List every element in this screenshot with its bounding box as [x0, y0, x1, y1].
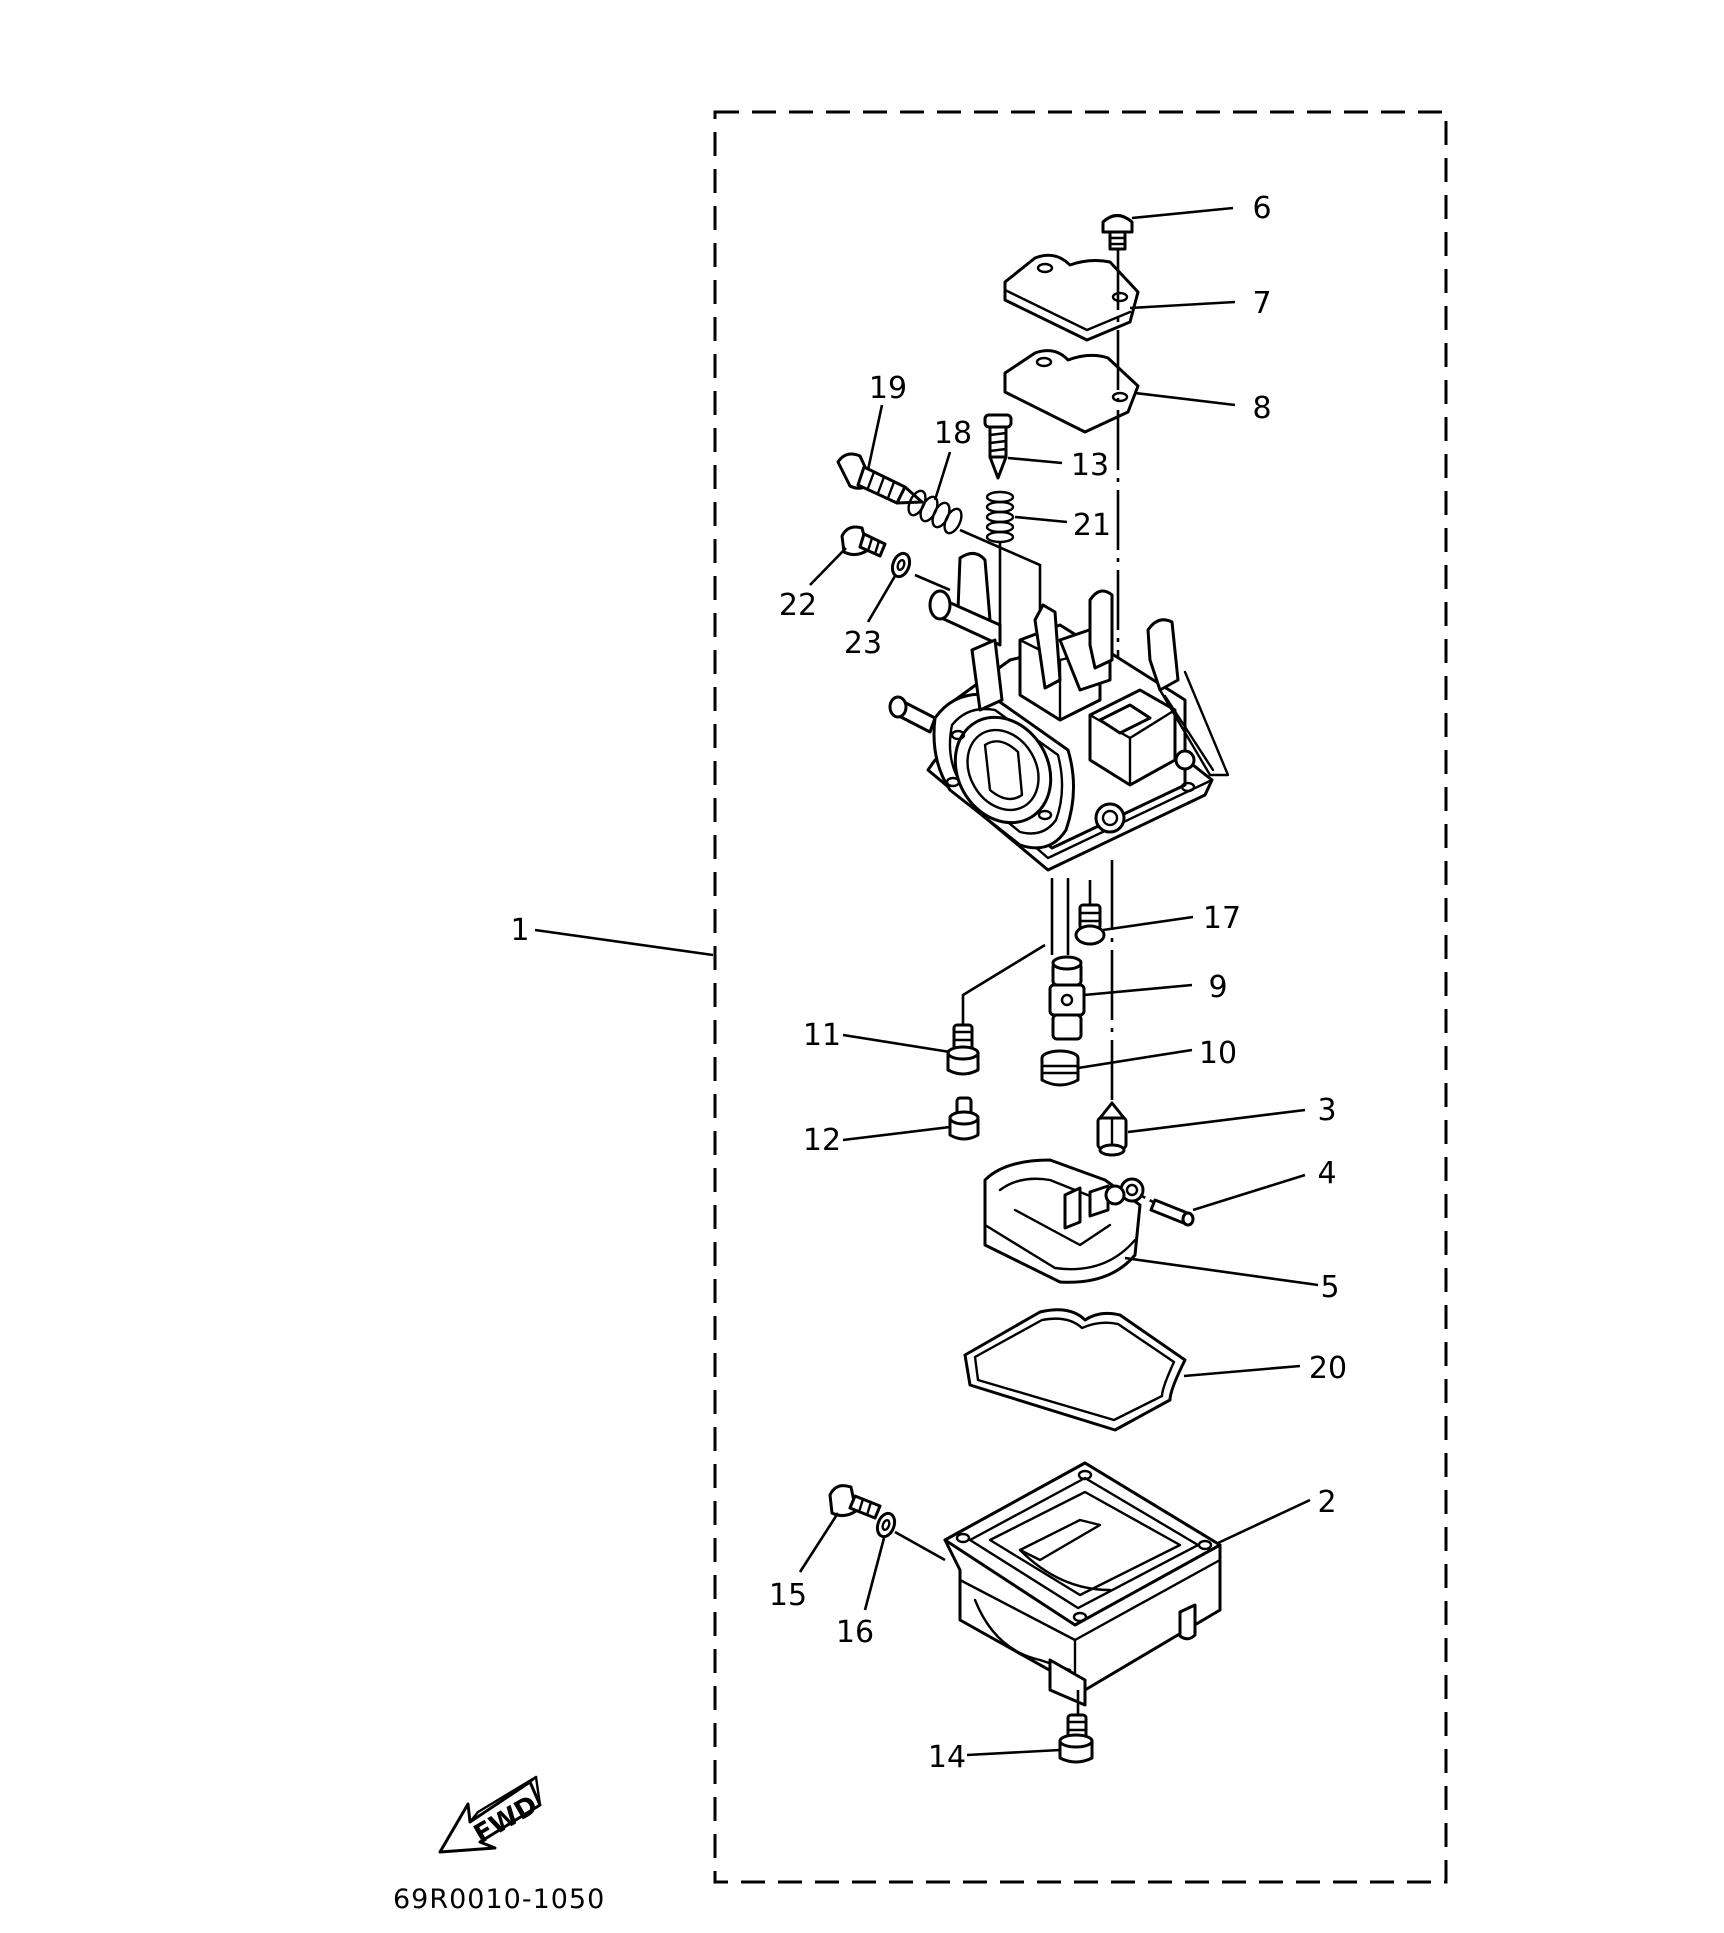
axis-pilot-jet	[961, 943, 1046, 1025]
callout-numbers: 1 2 3 4 5 6 7 8 9 10 11 12 13 14 15 16 1…	[510, 191, 1347, 1775]
leader-7	[1129, 300, 1236, 310]
leader-2	[1217, 1498, 1311, 1545]
callout-3: 3	[1317, 1093, 1336, 1128]
part-16-washer	[875, 1511, 897, 1539]
fwd-arrow: FWD	[438, 1775, 543, 1854]
leader-9	[1083, 983, 1193, 997]
part-7-cover	[1003, 253, 1140, 342]
part-20-gasket	[963, 1308, 1187, 1432]
leader-21	[1014, 515, 1068, 524]
part-18-spring	[907, 489, 963, 535]
carburetor-assembly-boundary	[713, 110, 1448, 1884]
leader-6	[1131, 206, 1234, 220]
callout-12: 12	[803, 1123, 841, 1158]
leader-5	[1124, 1256, 1319, 1287]
callout-6: 6	[1252, 191, 1271, 226]
callout-14: 14	[928, 1740, 966, 1775]
leader-20	[1183, 1364, 1301, 1378]
part-11-pilot-jet	[946, 1023, 980, 1076]
leader-15	[798, 1512, 840, 1573]
leader-18	[933, 451, 952, 501]
part-8-gasket	[1003, 349, 1140, 434]
axis-washer	[914, 573, 951, 592]
callout-15: 15	[769, 1578, 807, 1613]
part-14-drain-screw	[1058, 1713, 1094, 1764]
leader-3	[1127, 1108, 1306, 1134]
carburetor-body	[888, 552, 1230, 872]
part-3-needle-valve	[1096, 1101, 1128, 1157]
callout-11: 11	[803, 1018, 841, 1053]
diagram-code: 69R0010-1050	[393, 1884, 605, 1915]
axis-chamber-screw	[894, 1530, 946, 1562]
leader-4	[1192, 1173, 1306, 1212]
leader-14	[966, 1748, 1061, 1757]
part-15-screw	[828, 1484, 882, 1520]
part-12-plug	[948, 1096, 980, 1141]
leader-11	[842, 1033, 951, 1054]
callout-21: 21	[1073, 508, 1111, 543]
leader-23	[866, 575, 897, 623]
callout-1: 1	[510, 913, 529, 948]
callout-7: 7	[1252, 286, 1271, 321]
callout-13: 13	[1071, 448, 1109, 483]
leader-16	[863, 1537, 886, 1611]
leader-lines	[534, 206, 1319, 1757]
part-9-main-nozzle	[1048, 955, 1086, 1041]
part-17-plug	[1074, 903, 1106, 946]
part-10-main-jet	[1040, 1049, 1080, 1087]
part-2-float-chamber	[943, 1461, 1222, 1707]
leader-12	[842, 1125, 951, 1142]
callout-5: 5	[1320, 1270, 1339, 1305]
callout-17: 17	[1203, 901, 1241, 936]
leader-1	[534, 928, 714, 957]
callout-22: 22	[779, 588, 817, 623]
leader-17	[1102, 915, 1194, 932]
callout-8: 8	[1252, 391, 1271, 426]
part-5-float	[983, 1158, 1145, 1284]
part-4-float-pin	[1149, 1198, 1195, 1227]
callout-10: 10	[1199, 1036, 1237, 1071]
part-21-spring	[985, 490, 1015, 544]
leader-22	[809, 547, 847, 586]
part-22-screw	[840, 525, 887, 558]
callout-23: 23	[844, 626, 882, 661]
leader-13	[1007, 456, 1063, 465]
callout-2: 2	[1317, 1485, 1336, 1520]
axis-float-pin	[1139, 1193, 1156, 1205]
callout-18: 18	[934, 416, 972, 451]
part-13-pilot-screw	[983, 413, 1013, 480]
leader-10	[1077, 1048, 1193, 1070]
callout-9: 9	[1208, 970, 1227, 1005]
part-6-screw	[1101, 214, 1134, 251]
leader-8	[1134, 391, 1236, 407]
part-19-throttle-stop-screw	[836, 452, 924, 505]
leader-19	[866, 404, 884, 471]
callout-16: 16	[836, 1615, 874, 1650]
callout-20: 20	[1309, 1351, 1347, 1386]
callout-4: 4	[1317, 1156, 1336, 1191]
callout-19: 19	[869, 371, 907, 406]
part-23-washer	[890, 551, 912, 579]
